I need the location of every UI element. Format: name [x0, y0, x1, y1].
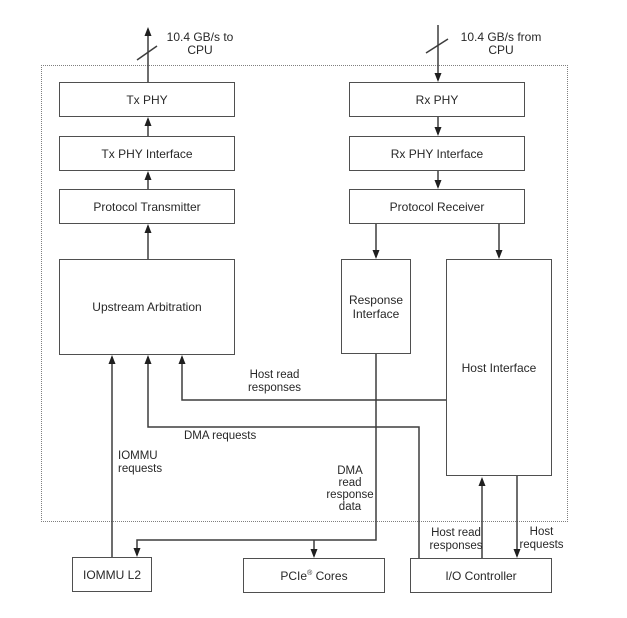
- from-cpu-label: 10.4 GB/s from CPU: [460, 30, 542, 57]
- block-rx-phy: Rx PHY: [349, 82, 525, 117]
- pcie-cores-text: PCIe: [280, 568, 308, 583]
- host-read-responses-bottom-label: Host read responses: [429, 527, 483, 552]
- pcie-cores-text-suffix: Cores: [312, 568, 348, 583]
- iommu-requests-label: IOMMU requests: [118, 450, 163, 475]
- block-response-interface: Response Interface: [341, 259, 411, 354]
- block-io-controller: I/O Controller: [410, 558, 552, 593]
- block-pcie-cores-label: PCIe® Cores: [280, 569, 347, 583]
- host-requests-label: Host requests: [519, 526, 564, 551]
- block-protocol-transmitter: Protocol Transmitter: [59, 189, 235, 224]
- to-cpu-label: 10.4 GB/s to CPU: [166, 30, 234, 57]
- block-protocol-receiver: Protocol Receiver: [349, 189, 525, 224]
- registered-trademark-symbol: ®: [307, 569, 313, 577]
- block-host-interface-label: Host Interface: [461, 360, 537, 375]
- block-pcie-cores: PCIe® Cores: [243, 558, 385, 593]
- block-rx-phy-interface: Rx PHY Interface: [349, 136, 525, 171]
- dma-requests-label: DMA requests: [184, 430, 257, 442]
- dma-read-response-data-label: DMA read response data: [326, 465, 374, 513]
- dma-read-response-data-arrowhead-pcie: [310, 549, 318, 558]
- block-tx-phy: Tx PHY: [59, 82, 235, 117]
- block-protocol-receiver-label: Protocol Receiver: [389, 199, 485, 214]
- from-cpu-bus-width-slash: [425, 38, 449, 54]
- block-tx-phy-interface-label: Tx PHY Interface: [101, 146, 193, 161]
- block-io-controller-label: I/O Controller: [445, 568, 517, 583]
- block-rx-phy-label: Rx PHY: [415, 92, 459, 107]
- block-upstream-arbitration: Upstream Arbitration: [59, 259, 235, 355]
- block-tx-phy-interface: Tx PHY Interface: [59, 136, 235, 171]
- host-read-responses-mid-label: Host read responses: [247, 369, 302, 394]
- block-upstream-arbitration-label: Upstream Arbitration: [92, 300, 202, 314]
- block-iommu-l2-label: IOMMU L2: [82, 567, 141, 582]
- dma-read-response-data-arrowhead-iommu: [133, 548, 141, 557]
- block-host-interface: Host Interface: [446, 259, 552, 476]
- block-protocol-transmitter-label: Protocol Transmitter: [93, 199, 201, 214]
- block-response-interface-label: Response Interface: [348, 292, 404, 321]
- block-tx-phy-label: Tx PHY: [126, 92, 168, 107]
- block-rx-phy-interface-label: Rx PHY Interface: [390, 146, 484, 161]
- block-iommu-l2: IOMMU L2: [72, 557, 152, 592]
